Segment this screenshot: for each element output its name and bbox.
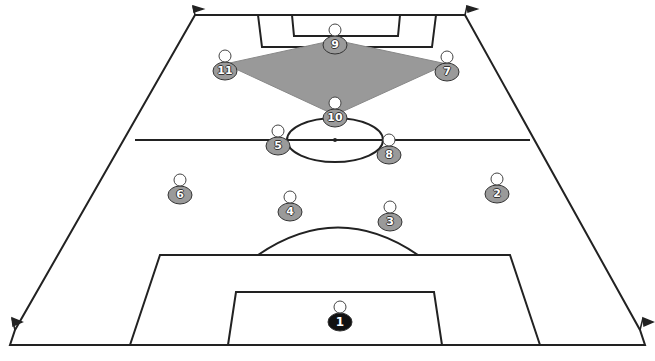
- player-number: 8: [376, 148, 402, 162]
- player-number: 5: [265, 139, 291, 153]
- player-token: 2: [484, 172, 510, 204]
- player-token: 11: [212, 49, 238, 81]
- player-token: 5: [265, 124, 291, 156]
- player-token: 6: [167, 173, 193, 205]
- player-number: 9: [322, 38, 348, 52]
- player-number: 7: [434, 65, 460, 79]
- player-number: 6: [167, 188, 193, 202]
- player-number: 10: [322, 111, 348, 125]
- player-token: 4: [277, 190, 303, 222]
- player-token: 1: [327, 300, 353, 332]
- player-number: 1: [327, 315, 353, 329]
- player-number: 3: [377, 215, 403, 229]
- player-token: 10: [322, 96, 348, 128]
- player-number: 2: [484, 187, 510, 201]
- player-number: 11: [212, 64, 238, 78]
- player-number: 4: [277, 205, 303, 219]
- player-token: 3: [377, 200, 403, 232]
- player-token: 9: [322, 23, 348, 55]
- player-token: 8: [376, 133, 402, 165]
- player-token: 7: [434, 50, 460, 82]
